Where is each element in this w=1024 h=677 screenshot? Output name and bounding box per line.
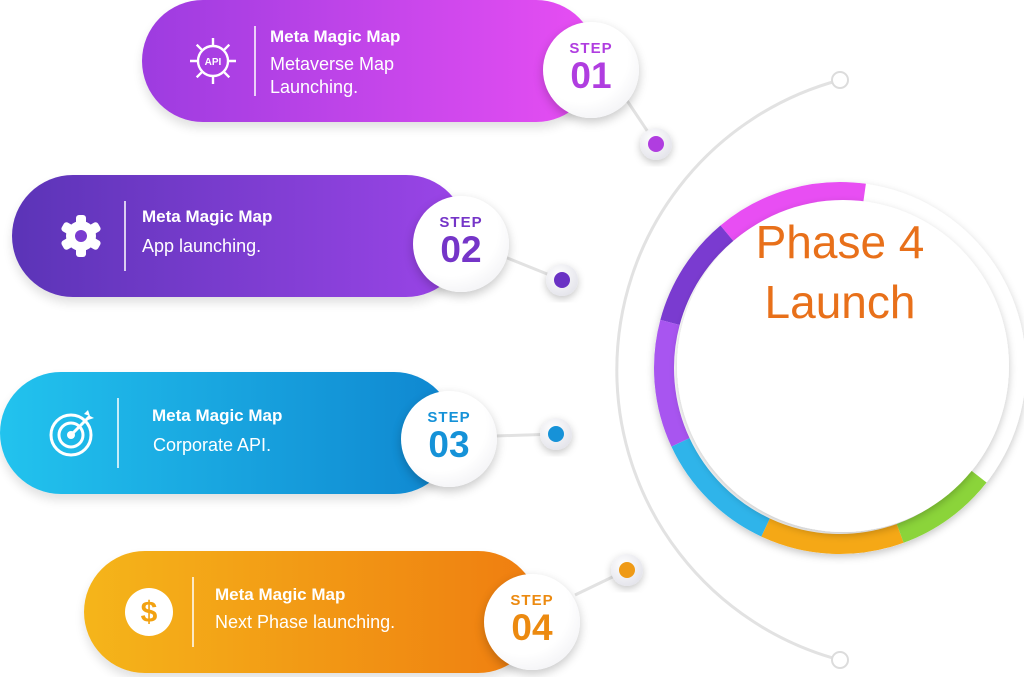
step-4-number: 04 — [511, 607, 553, 648]
step-3-desc-line1: Corporate API. — [153, 435, 272, 455]
step-1-card: API Meta Magic Map Metaverse Map Launchi… — [142, 0, 597, 122]
phase-ring — [654, 182, 987, 554]
ring-segment-violet — [654, 319, 690, 447]
step-1-badge: STEP 01 — [543, 22, 639, 118]
phase-label: Phase 4 Launch — [680, 212, 1000, 332]
step-2-desc-line1: App launching. — [142, 236, 262, 256]
step-2-number: 02 — [440, 229, 482, 270]
timeline-arc — [615, 78, 841, 662]
step-2-card: Meta Magic Map App launching. — [12, 175, 467, 297]
arc-end-top — [831, 71, 849, 89]
step-1-title: Meta Magic Map — [270, 27, 401, 46]
target-icon — [49, 410, 94, 457]
arc-end-bottom — [831, 651, 849, 669]
step-2-title: Meta Magic Map — [142, 207, 273, 226]
step-4-card: $ Meta Magic Map Next Phase launching. — [84, 551, 539, 673]
ring-segment-green — [896, 470, 987, 543]
step-2-separator — [124, 201, 126, 271]
step-4-badge: STEP 04 — [484, 574, 580, 670]
step-1-desc-line2: Launching. — [270, 77, 359, 97]
step-1-desc-line1: Metaverse Map — [270, 54, 395, 74]
step-1-separator — [254, 26, 256, 96]
step-4-separator — [192, 577, 194, 647]
phase-title-line2: Launch — [764, 276, 916, 328]
ring-segment-magenta — [720, 182, 866, 241]
step-4-label: STEP — [510, 592, 554, 609]
step-4-title: Meta Magic Map — [215, 585, 346, 604]
knob-3 — [540, 418, 572, 450]
knob-4-dot — [619, 562, 635, 578]
step-1-number: 01 — [570, 55, 612, 96]
knob-2 — [546, 264, 578, 296]
step-4-desc: Next Phase launching. — [215, 611, 395, 634]
ring-segment-orange — [761, 518, 904, 554]
step-2-desc: App launching. — [142, 235, 261, 258]
step-2-badge: STEP 02 — [413, 196, 509, 292]
api-icon-text: API — [205, 57, 222, 68]
ring-segment-blue — [671, 438, 770, 537]
knob-1 — [640, 128, 672, 160]
step-3-card: Meta Magic Map Corporate API. — [0, 372, 455, 494]
knob-1-dot — [648, 136, 664, 152]
step-3-badge: STEP 03 — [401, 391, 497, 487]
step-4-desc-line1: Next Phase launching. — [215, 612, 396, 632]
phase-title-line1: Phase 4 — [755, 216, 925, 268]
step-3-title: Meta Magic Map — [152, 406, 283, 425]
ring-segment-purple — [660, 225, 734, 326]
step-3-number: 03 — [428, 424, 470, 465]
gear-icon — [61, 215, 101, 257]
knob-4 — [611, 554, 643, 586]
step-2-label: STEP — [439, 214, 483, 231]
knob-2-dot — [554, 272, 570, 288]
phase-circle — [654, 182, 1024, 554]
step-1-desc: Metaverse Map Launching. — [270, 53, 394, 99]
step-3-label: STEP — [427, 409, 471, 426]
api-gear-icon: API — [190, 38, 236, 84]
knob-3-dot — [548, 426, 564, 442]
svg-text:$: $ — [141, 596, 158, 629]
step-3-separator — [117, 398, 119, 468]
dollar-icon: $ — [125, 588, 173, 636]
step-3-desc: Corporate API. — [153, 434, 271, 457]
step-1-label: STEP — [569, 40, 613, 57]
